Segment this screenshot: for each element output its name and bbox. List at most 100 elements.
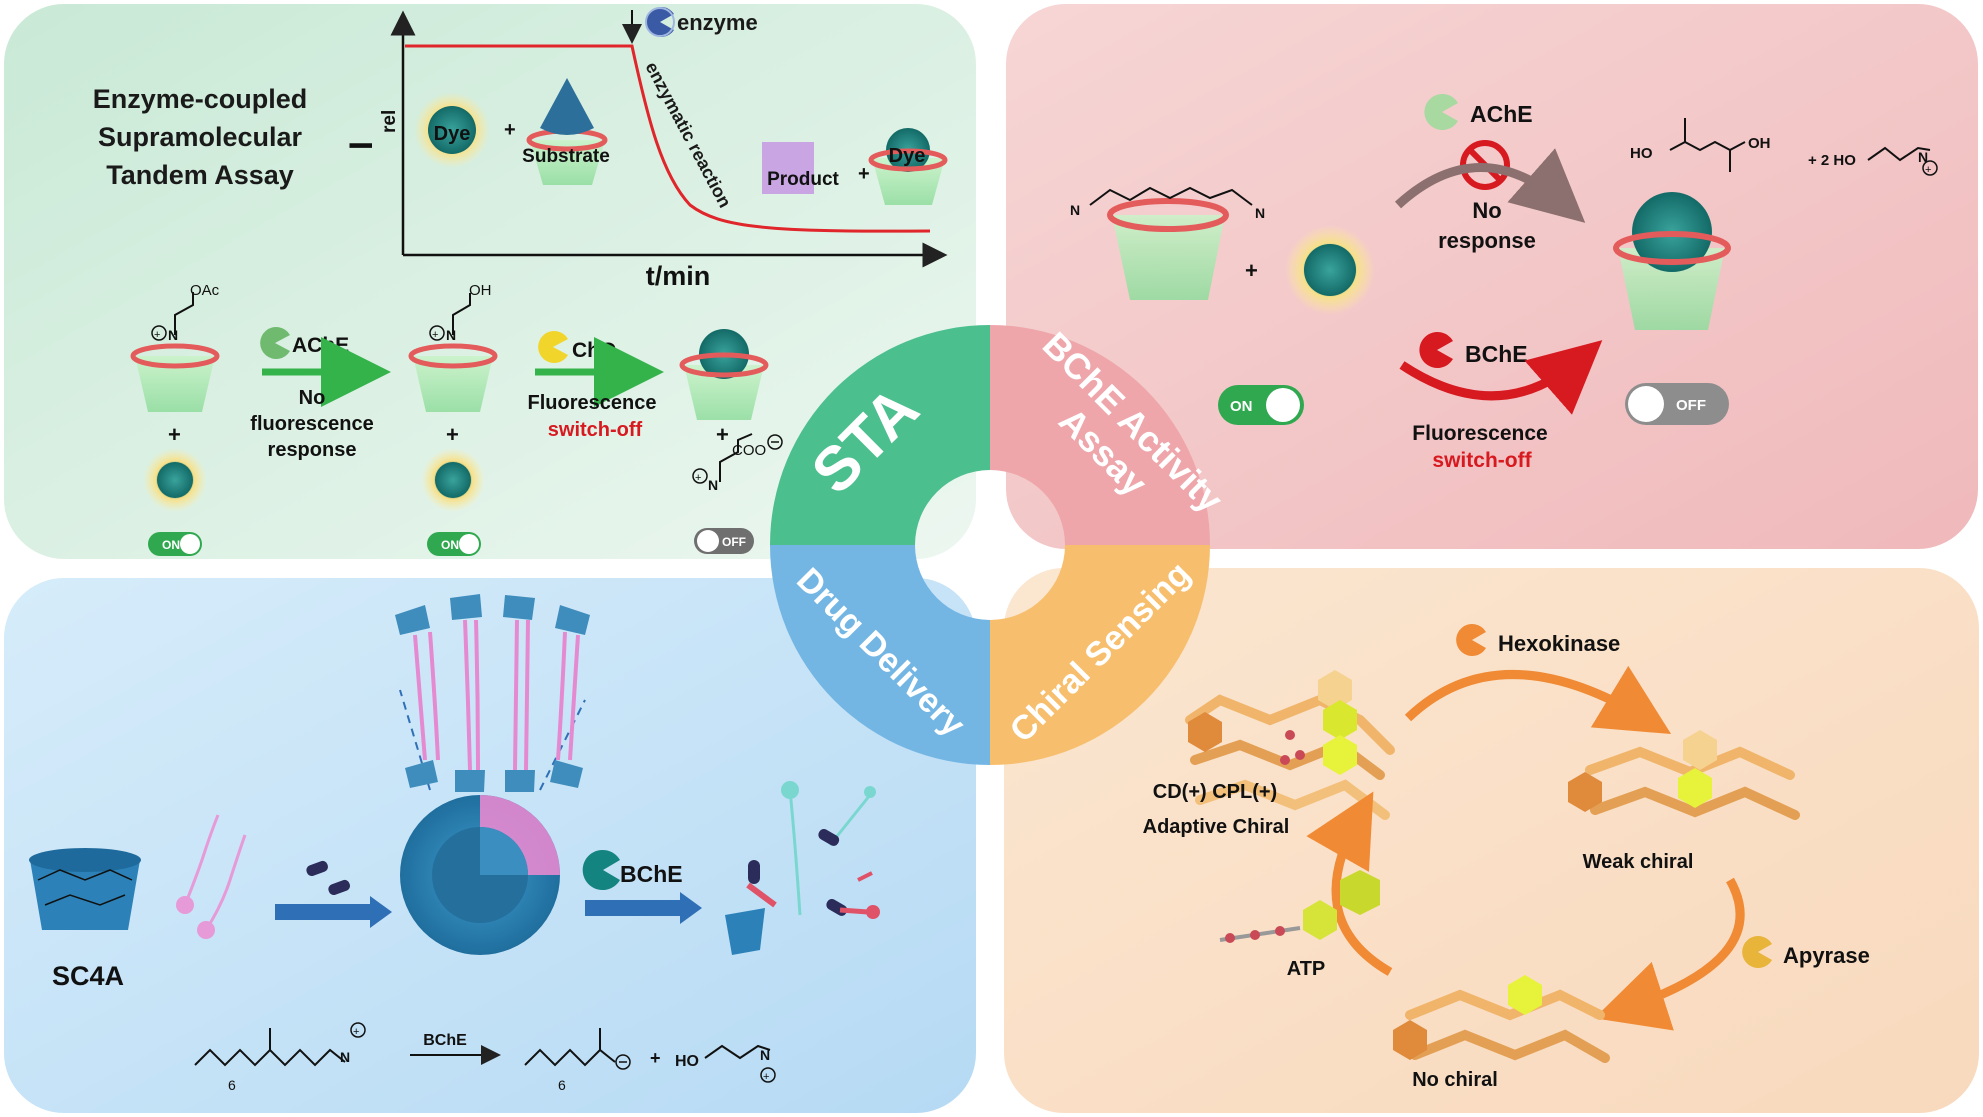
segment-chiral-shape <box>990 545 1210 765</box>
no-chiral-label: No chiral <box>1412 1069 1498 1091</box>
segment-bche-shape <box>990 325 1210 545</box>
svg-text:+: + <box>154 329 160 341</box>
reaction-bche-label: BChE <box>423 1032 467 1049</box>
svg-text:6: 6 <box>558 1077 566 1093</box>
dye-cup-label: Dye <box>889 145 926 167</box>
helix-none-icon <box>1393 975 1610 1063</box>
svg-text:Tandem Assay: Tandem Assay <box>106 160 294 190</box>
svg-text:+: + <box>504 119 516 141</box>
bche-pacman-icon-tr <box>1419 332 1453 368</box>
drug-pill-icons <box>306 860 350 895</box>
sc4a-calixarene-icon <box>29 848 141 930</box>
host-cup-2: + N <box>408 293 498 412</box>
ache-curved-arrow <box>1394 148 1586 223</box>
bche-assay-scheme: N N + ON AChE No response BChE Fluoresce… <box>1070 93 1938 472</box>
enzyme-label: enzyme <box>677 10 758 35</box>
segment-drug-shape <box>770 545 990 765</box>
svg-text:+: + <box>650 1048 661 1068</box>
plot-y-axis-label: I <box>343 141 379 150</box>
substrate-cup-icon <box>526 78 608 185</box>
svg-text:No: No <box>1472 198 1501 223</box>
svg-text:fluorescence: fluorescence <box>250 413 373 435</box>
svg-text:No: No <box>299 387 326 409</box>
svg-text:ON: ON <box>441 538 459 552</box>
svg-text:Enzyme-coupled: Enzyme-coupled <box>93 84 308 114</box>
svg-text:+: + <box>695 472 701 484</box>
ache-scheme: + N OAc + ON AChE No fluorescence respon… <box>130 282 783 556</box>
hydrolysis-reaction: 6 N + BChE 6 + HO N + <box>194 1022 776 1093</box>
dye-label: Dye <box>434 123 471 145</box>
off-switch-tr: OFF <box>1625 383 1729 425</box>
cd-cpl-label: CD(+) CPL(+) <box>1153 781 1277 803</box>
on-switch-2: ON <box>427 532 481 556</box>
panel-bottom-right <box>1004 568 1979 1113</box>
adaptive-chiral-label: Adaptive Chiral <box>1143 816 1290 838</box>
top-left-title: Enzyme-coupled Supramolecular Tandem Ass… <box>93 84 308 190</box>
host-cup-3 <box>679 329 769 420</box>
ache-label-tr: AChE <box>1470 101 1533 127</box>
fluorescence-label-tr: Fluorescence <box>1412 422 1547 445</box>
svg-text:HO: HO <box>1630 145 1653 162</box>
apyrase-pacman-icon <box>1742 936 1772 968</box>
oac-label: OAc <box>190 282 220 299</box>
product-host-cup <box>1613 192 1731 330</box>
surfactant-icons <box>176 814 247 939</box>
svg-text:N: N <box>708 477 718 493</box>
ache-pacman-icon-tr <box>1424 93 1458 131</box>
atp-arrow <box>1306 791 1393 976</box>
chiral-sensing-scheme: CD(+) CPL(+) Adaptive Chiral Hexokinase … <box>1143 623 1870 1091</box>
enzyme-pacman-icon <box>646 6 674 37</box>
ache-label: AChE <box>292 334 349 357</box>
svg-text:N: N <box>1255 205 1265 221</box>
switch-off-label-tl: switch-off <box>548 419 643 441</box>
segment-sta-shape <box>770 325 990 545</box>
succinic-acid-structure: HO OH <box>1630 118 1771 172</box>
panel-top-left <box>4 4 976 559</box>
svg-text:ON: ON <box>1230 398 1253 415</box>
atp-icon <box>1219 870 1380 943</box>
substrate-label: Substrate <box>522 146 610 167</box>
substrate-host-cup: N N <box>1070 186 1265 300</box>
svg-text:Supramolecular: Supramolecular <box>98 122 303 152</box>
ache-pacman-icon <box>260 327 290 359</box>
svg-text:+: + <box>716 422 729 447</box>
plot-x-axis-label: t/min <box>646 261 711 291</box>
hexokinase-label: Hexokinase <box>1498 631 1620 656</box>
atp-label: ATP <box>1287 958 1326 980</box>
svg-text:N: N <box>1070 202 1080 218</box>
svg-text:N: N <box>1918 149 1928 165</box>
svg-text:ON: ON <box>162 538 180 552</box>
vesicle-icon <box>400 795 560 955</box>
svg-text:+: + <box>353 1026 359 1038</box>
bilayer-zoom-icon <box>395 594 590 792</box>
bche-pacman-icon-bl <box>582 850 620 890</box>
product-label: Product <box>767 169 839 190</box>
svg-text:+: + <box>763 1071 769 1083</box>
svg-text:+: + <box>1245 258 1258 283</box>
on-switch-1: ON <box>148 532 202 556</box>
bche-label-bl: BChE <box>620 861 683 887</box>
svg-text:+: + <box>168 422 181 447</box>
svg-text:OFF: OFF <box>1676 397 1706 414</box>
cho-pacman-icon <box>538 331 568 363</box>
off-switch-tl: OFF <box>694 528 754 554</box>
svg-text:+: + <box>1925 164 1931 176</box>
svg-text:OFF: OFF <box>722 535 746 549</box>
plot-y-axis-sub: rel <box>379 110 400 133</box>
dye-ball <box>428 106 476 154</box>
helix-weak-icon <box>1568 730 1800 820</box>
bche-curved-arrow <box>1399 340 1603 415</box>
bche-label-tr: BChE <box>1465 341 1528 367</box>
hexokinase-pacman-icon <box>1456 623 1486 656</box>
svg-text:+: + <box>446 422 459 447</box>
fluorescence-label-tl: Fluorescence <box>528 392 657 414</box>
weak-chiral-label: Weak chiral <box>1583 851 1694 873</box>
svg-text:response: response <box>268 439 357 461</box>
svg-text:+: + <box>858 163 870 185</box>
apyrase-label: Apyrase <box>1783 943 1870 968</box>
choline-structure-tr: + 2 HO N + <box>1808 146 1938 176</box>
switch-off-label-tr: switch-off <box>1432 449 1532 472</box>
dye-cup-icon <box>868 128 948 205</box>
coo-label: COO <box>732 442 766 459</box>
